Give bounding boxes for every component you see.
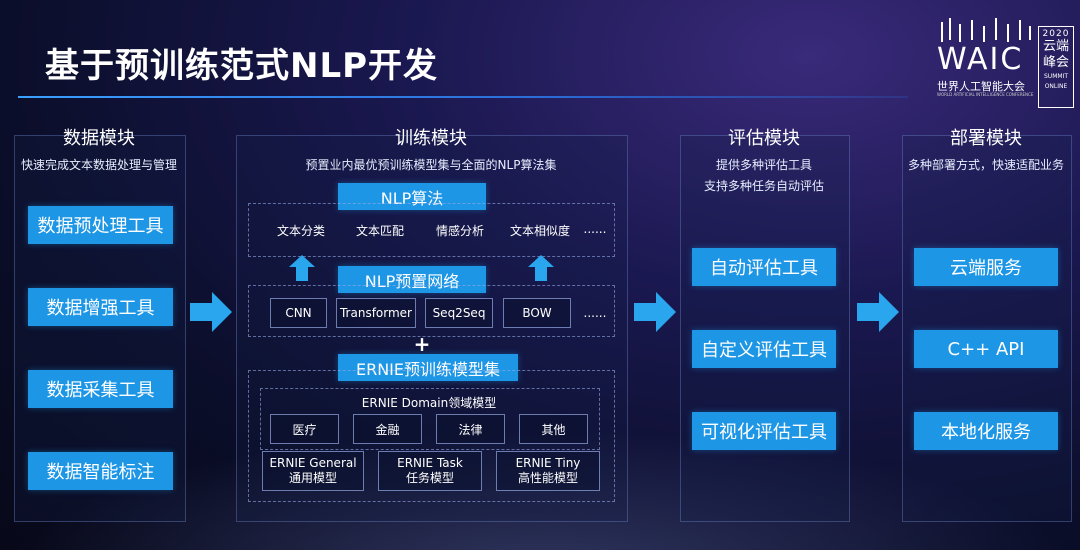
plus-sign: + bbox=[413, 332, 431, 356]
net-transformer: Transformer bbox=[336, 298, 416, 328]
deploy-module-subtitle: 多种部署方式，快速适配业务 bbox=[907, 158, 1064, 172]
ernie-panel bbox=[248, 370, 615, 502]
logo-bars-icon bbox=[941, 18, 1031, 42]
ernie-general-name: ERNIE General bbox=[269, 456, 357, 470]
algo-text-similarity: 文本相似度 bbox=[509, 224, 570, 238]
up-arrow-icon bbox=[289, 255, 315, 281]
domain-law: 法律 bbox=[436, 414, 505, 444]
eval-tool-custom[interactable]: 自定义评估工具 bbox=[692, 330, 836, 368]
slide-title: 基于预训练范式NLP开发 bbox=[45, 46, 439, 86]
ernie-tiny-desc: 高性能模型 bbox=[517, 471, 578, 485]
ernie-task-name: ERNIE Task bbox=[397, 456, 463, 470]
eval-module-panel bbox=[680, 135, 850, 522]
deploy-module-heading: 部署模块 bbox=[950, 128, 1022, 149]
eval-tool-auto[interactable]: 自动评估工具 bbox=[692, 248, 836, 286]
ernie-domain-label: ERNIE Domain领域模型 bbox=[361, 396, 497, 410]
data-module-heading: 数据模块 bbox=[63, 128, 135, 149]
up-arrow-icon bbox=[528, 255, 554, 281]
logo-summit-box: 2020 云端 峰会 SUMMIT ONLINE bbox=[1038, 26, 1074, 108]
ernie-tiny-name: ERNIE Tiny bbox=[515, 456, 581, 470]
deploy-cloud-service[interactable]: 云端服务 bbox=[914, 248, 1058, 286]
logo-summit-cn-2: 峰会 bbox=[1042, 55, 1069, 70]
nlp-algorithm-label: NLP算法 bbox=[338, 183, 486, 210]
flow-arrow-icon bbox=[634, 292, 676, 332]
domain-medical: 医疗 bbox=[270, 414, 339, 444]
waic-logo: WAIC 世界人工智能大会 WORLD ARTIFICIAL INTELLIGE… bbox=[935, 18, 1075, 108]
algo-text-classification: 文本分类 bbox=[276, 224, 325, 238]
logo-summit-cn-1: 云端 bbox=[1042, 39, 1069, 54]
data-tool-augment[interactable]: 数据增强工具 bbox=[28, 288, 173, 326]
domain-finance: 金融 bbox=[353, 414, 422, 444]
data-tool-preprocess[interactable]: 数据预处理工具 bbox=[28, 206, 173, 244]
deploy-local-service[interactable]: 本地化服务 bbox=[914, 412, 1058, 450]
data-module-subtitle: 快速完成文本数据处理与管理 bbox=[20, 158, 177, 172]
algo-text-matching: 文本匹配 bbox=[355, 224, 404, 238]
title-underline bbox=[18, 96, 908, 98]
ernie-general-desc: 通用模型 bbox=[288, 471, 337, 485]
net-cnn: CNN bbox=[270, 298, 327, 328]
eval-module-heading: 评估模块 bbox=[728, 128, 800, 149]
deploy-cpp-api[interactable]: C++ API bbox=[914, 330, 1058, 368]
logo-summit-en-2: ONLINE bbox=[1044, 83, 1068, 90]
eval-module-subtitle-1: 提供多种评估工具 bbox=[715, 158, 812, 172]
deploy-module-panel bbox=[902, 135, 1072, 522]
flow-arrow-icon bbox=[857, 292, 899, 332]
ernie-model-set-label: ERNIE预训练模型集 bbox=[338, 354, 518, 381]
net-bow: BOW bbox=[503, 298, 571, 328]
net-more: ...... bbox=[583, 306, 607, 320]
data-tool-collect[interactable]: 数据采集工具 bbox=[28, 370, 173, 408]
logo-year: 2020 bbox=[1042, 29, 1070, 39]
ernie-tiny-model: ERNIE Tiny 高性能模型 bbox=[496, 451, 600, 491]
ernie-domain-panel bbox=[260, 388, 600, 450]
eval-tool-visual[interactable]: 可视化评估工具 bbox=[692, 412, 836, 450]
data-tool-annotate[interactable]: 数据智能标注 bbox=[28, 452, 173, 490]
algo-more: ...... bbox=[583, 222, 607, 236]
train-module-heading: 训练模块 bbox=[395, 128, 467, 149]
logo-brand: WAIC bbox=[937, 42, 1024, 77]
net-seq2seq: Seq2Seq bbox=[425, 298, 493, 328]
algo-sentiment-analysis: 情感分析 bbox=[435, 224, 484, 238]
domain-other: 其他 bbox=[519, 414, 588, 444]
logo-summit-en-1: SUMMIT bbox=[1044, 73, 1068, 80]
eval-module-subtitle-2: 支持多种任务自动评估 bbox=[703, 179, 824, 193]
train-module-subtitle: 预置业内最优预训练模型集与全面的NLP算法集 bbox=[305, 158, 557, 172]
logo-cn-name: 世界人工智能大会 bbox=[937, 80, 1025, 93]
ernie-task-desc: 任务模型 bbox=[405, 471, 454, 485]
ernie-general-model: ERNIE General 通用模型 bbox=[262, 451, 364, 491]
algorithm-row bbox=[248, 203, 615, 257]
flow-arrow-icon bbox=[190, 292, 232, 332]
network-row bbox=[248, 285, 615, 337]
ernie-task-model: ERNIE Task 任务模型 bbox=[378, 451, 482, 491]
logo-en-name: WORLD ARTIFICIAL INTELLIGENCE CONFERENCE bbox=[937, 92, 1034, 97]
